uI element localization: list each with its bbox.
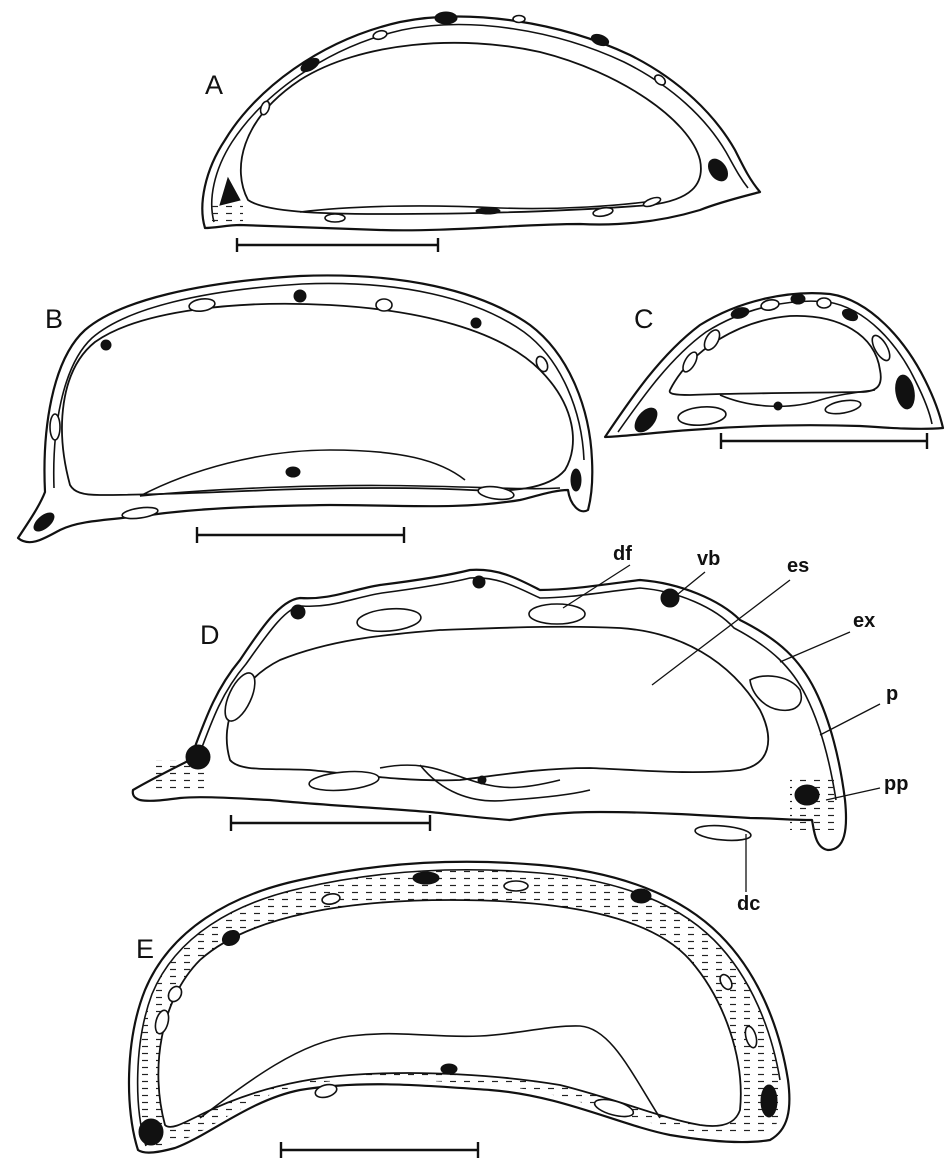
- section-a-hatch: [205, 205, 243, 225]
- label-pp: pp: [884, 773, 908, 795]
- panel-letter-e: E: [136, 934, 154, 964]
- panel-letter-c: C: [634, 304, 654, 334]
- panel-a: A: [202, 12, 760, 252]
- label-es: es: [787, 555, 809, 577]
- panel-letter-a: A: [205, 70, 223, 100]
- panel-e: E: [129, 862, 789, 1158]
- label-p: p: [886, 683, 898, 705]
- label-ex: ex: [853, 610, 875, 632]
- duct-canal: [694, 824, 751, 843]
- label-df: df: [613, 543, 632, 565]
- vascular-bundle: [661, 589, 679, 607]
- section-d-lumen: [227, 627, 768, 781]
- panel-letter-b: B: [45, 304, 63, 334]
- panel-letter-d: D: [200, 620, 220, 650]
- section-e-lumen: [158, 900, 740, 1127]
- panel-d: D df vb es ex p pp dc: [133, 543, 909, 915]
- label-vb: vb: [697, 548, 720, 570]
- panel-c: C: [605, 293, 943, 449]
- diaphragm-fistula: [529, 604, 585, 624]
- panel-b: B: [18, 275, 592, 543]
- label-dc: dc: [737, 893, 760, 915]
